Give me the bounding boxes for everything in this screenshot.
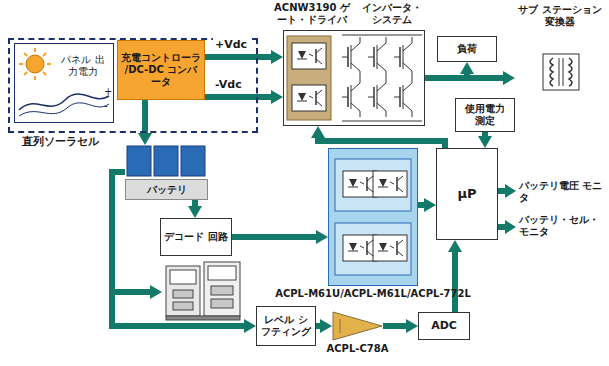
equipment-branch: [109, 285, 162, 299]
box-label: 負荷: [457, 43, 477, 55]
equipment-illustration: [166, 262, 240, 320]
amplifier-label: ACPL-C78A: [327, 343, 389, 354]
box-label: ADC: [431, 319, 457, 332]
diagram-node: ADC: [418, 312, 470, 340]
power-arrow: [383, 323, 406, 329]
power-arrow: [482, 132, 488, 136]
power-arrow: [316, 323, 320, 329]
power-arrow: [425, 75, 503, 81]
diagram-node: 負荷: [437, 36, 497, 62]
diagram-node: ACPL-M61U/ACPL-M61L/ACPL-772L: [328, 148, 418, 286]
power-arrow: [232, 234, 316, 240]
gate-driver-heading: ACNW3190 ゲート・ドライバ: [270, 2, 354, 26]
diagram-node: パネル 出力電力: [14, 43, 114, 123]
node-art: [284, 31, 424, 129]
monitor-output-label: バッテリ・セル・ モニタ: [519, 214, 605, 238]
diagram-node: デコード 回路: [160, 218, 232, 256]
terminal-sign: -: [104, 100, 108, 112]
panel-label: パネル 出力電力: [57, 54, 109, 78]
diagram-node: μP: [436, 148, 498, 240]
diagram-node: ACPL-C78A: [332, 311, 383, 341]
monitor-output-label: バッテリ電圧 モニタ: [519, 180, 605, 204]
box-label: μP: [457, 186, 476, 202]
power-arrow: [112, 172, 244, 326]
terminal-sign: +: [104, 86, 112, 98]
node-art: [329, 149, 417, 289]
power-arrow: [205, 54, 271, 60]
power-arrow: [205, 94, 271, 100]
diagram-node: 充電コントローラ /DC-DC コンバータ: [117, 40, 205, 100]
output-arrows: [498, 184, 516, 234]
power-arrow: [192, 200, 198, 206]
box-label: 使用電力 測定: [459, 103, 511, 127]
box-label: レベル シフティング: [260, 314, 312, 338]
battery-label: バッテリ: [125, 179, 208, 200]
box-label: デコード 回路: [164, 231, 227, 243]
optocoupler-label: ACPL-M61U/ACPL-M61L/ACPL-772L: [275, 288, 471, 299]
voltage-label: -Vdc: [213, 78, 244, 91]
voltage-label: +Vdc: [213, 38, 249, 51]
group-label: 直列ソーラセル: [22, 134, 99, 149]
diagram-node: 使用電力 測定: [455, 98, 515, 132]
diagram-node: バッテリ: [125, 145, 208, 200]
controller-label: 充電コントローラ /DC-DC コンバータ: [121, 52, 201, 88]
power-arrow: [142, 100, 148, 133]
diagram-node: レベル シフティング: [256, 306, 316, 346]
diagram-node: ACNW3190 ゲート・ドライバインバータ・ システム: [283, 30, 425, 126]
node-art: [332, 311, 383, 345]
diagram-node: サブ ステーション 変換器: [515, 4, 605, 92]
power-arrow: [452, 252, 458, 312]
power-arrow: [318, 138, 445, 148]
inverter-heading: インバータ・ システム: [358, 2, 426, 26]
power-arrow: [418, 202, 424, 208]
transformer-label: サブ ステーション 変換器: [515, 4, 605, 28]
